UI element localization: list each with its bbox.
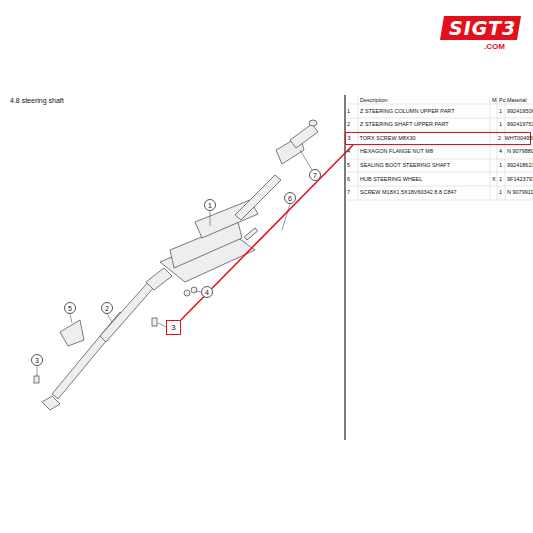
- steering-parts: [34, 120, 318, 410]
- table-cell: N 90799102: [507, 189, 533, 196]
- table-rule: [344, 95, 345, 440]
- table-cell: Z STEERING COLUMN UPPER PART: [360, 108, 455, 115]
- callout-circle: 5: [64, 302, 76, 314]
- leader-lines: [37, 150, 312, 376]
- callout-circle: 4: [201, 286, 213, 298]
- table-cell: WHT004955A: [505, 135, 533, 142]
- table-cell: 9F1423797: [507, 176, 533, 183]
- table-cell: TORX SCREW M8X30: [360, 135, 416, 142]
- callout-number: 6: [288, 195, 292, 202]
- callout-number: 1: [208, 202, 212, 209]
- table-cell: 1: [499, 189, 502, 196]
- item-number: 1: [347, 108, 350, 115]
- callout-circle: 6: [284, 192, 296, 204]
- callout-number: 3: [171, 323, 175, 332]
- item-number: 7: [347, 189, 350, 196]
- table-cell: 992419506J: [507, 108, 533, 115]
- callout-number: 4: [205, 289, 209, 296]
- table-lines: [345, 95, 533, 200]
- logo-ground: [440, 16, 521, 40]
- table-cell: SCREW M18X1.5X18V60342 8.8 C847: [360, 189, 457, 196]
- table-header: Material: [507, 97, 527, 104]
- table-cell: 992418623C: [507, 162, 533, 169]
- table-cell: N 90798805: [507, 148, 533, 155]
- table-cell: HUB STEERING WHEEL: [360, 176, 422, 183]
- callout-number: 7: [313, 172, 317, 179]
- logo-text: SIGT3: [449, 17, 516, 39]
- table-cell: 2: [498, 135, 501, 142]
- callout-number: 2: [105, 305, 109, 312]
- table-header: Description: [360, 97, 388, 104]
- table-cell: SEALING BOOT STEERING SHAFT: [360, 162, 450, 169]
- table-cell: 1: [499, 108, 502, 115]
- table-cell: X: [492, 176, 496, 183]
- item-number: 5: [347, 162, 350, 169]
- table-cell: 1: [499, 121, 502, 128]
- page-title: 4.8 steering shaft: [10, 96, 64, 105]
- callout-number: 3: [35, 357, 39, 364]
- table-cell: Z STEERING SHAFT UPPER PART: [360, 121, 449, 128]
- callout-circle: 3: [31, 354, 43, 366]
- item-number: 3: [348, 135, 351, 142]
- table-cell: HEXAGON FLANGE NUT M8: [360, 148, 433, 155]
- item-number: 4: [347, 148, 350, 155]
- logo-domain: .COM: [484, 42, 505, 52]
- item-number: 2: [347, 121, 350, 128]
- callout-circle: 7: [309, 169, 321, 181]
- table-cell: 1: [499, 176, 502, 183]
- item-number: 6: [347, 176, 350, 183]
- table-header: Pc.: [499, 97, 507, 104]
- callout-connector: [181, 145, 353, 320]
- table-cell: 1: [499, 162, 502, 169]
- highlight-row: 3 TORX SCREW M8X30 2 WHT004955A: [345, 132, 531, 145]
- callout-circle: 2: [101, 302, 113, 314]
- table-cell: 992419753B: [507, 121, 533, 128]
- highlight-callout: 3: [166, 320, 181, 335]
- callout-circle: 1: [204, 199, 216, 211]
- table-cell: 4: [499, 148, 502, 155]
- table-header: M: [492, 97, 497, 104]
- callout-number: 5: [68, 305, 72, 312]
